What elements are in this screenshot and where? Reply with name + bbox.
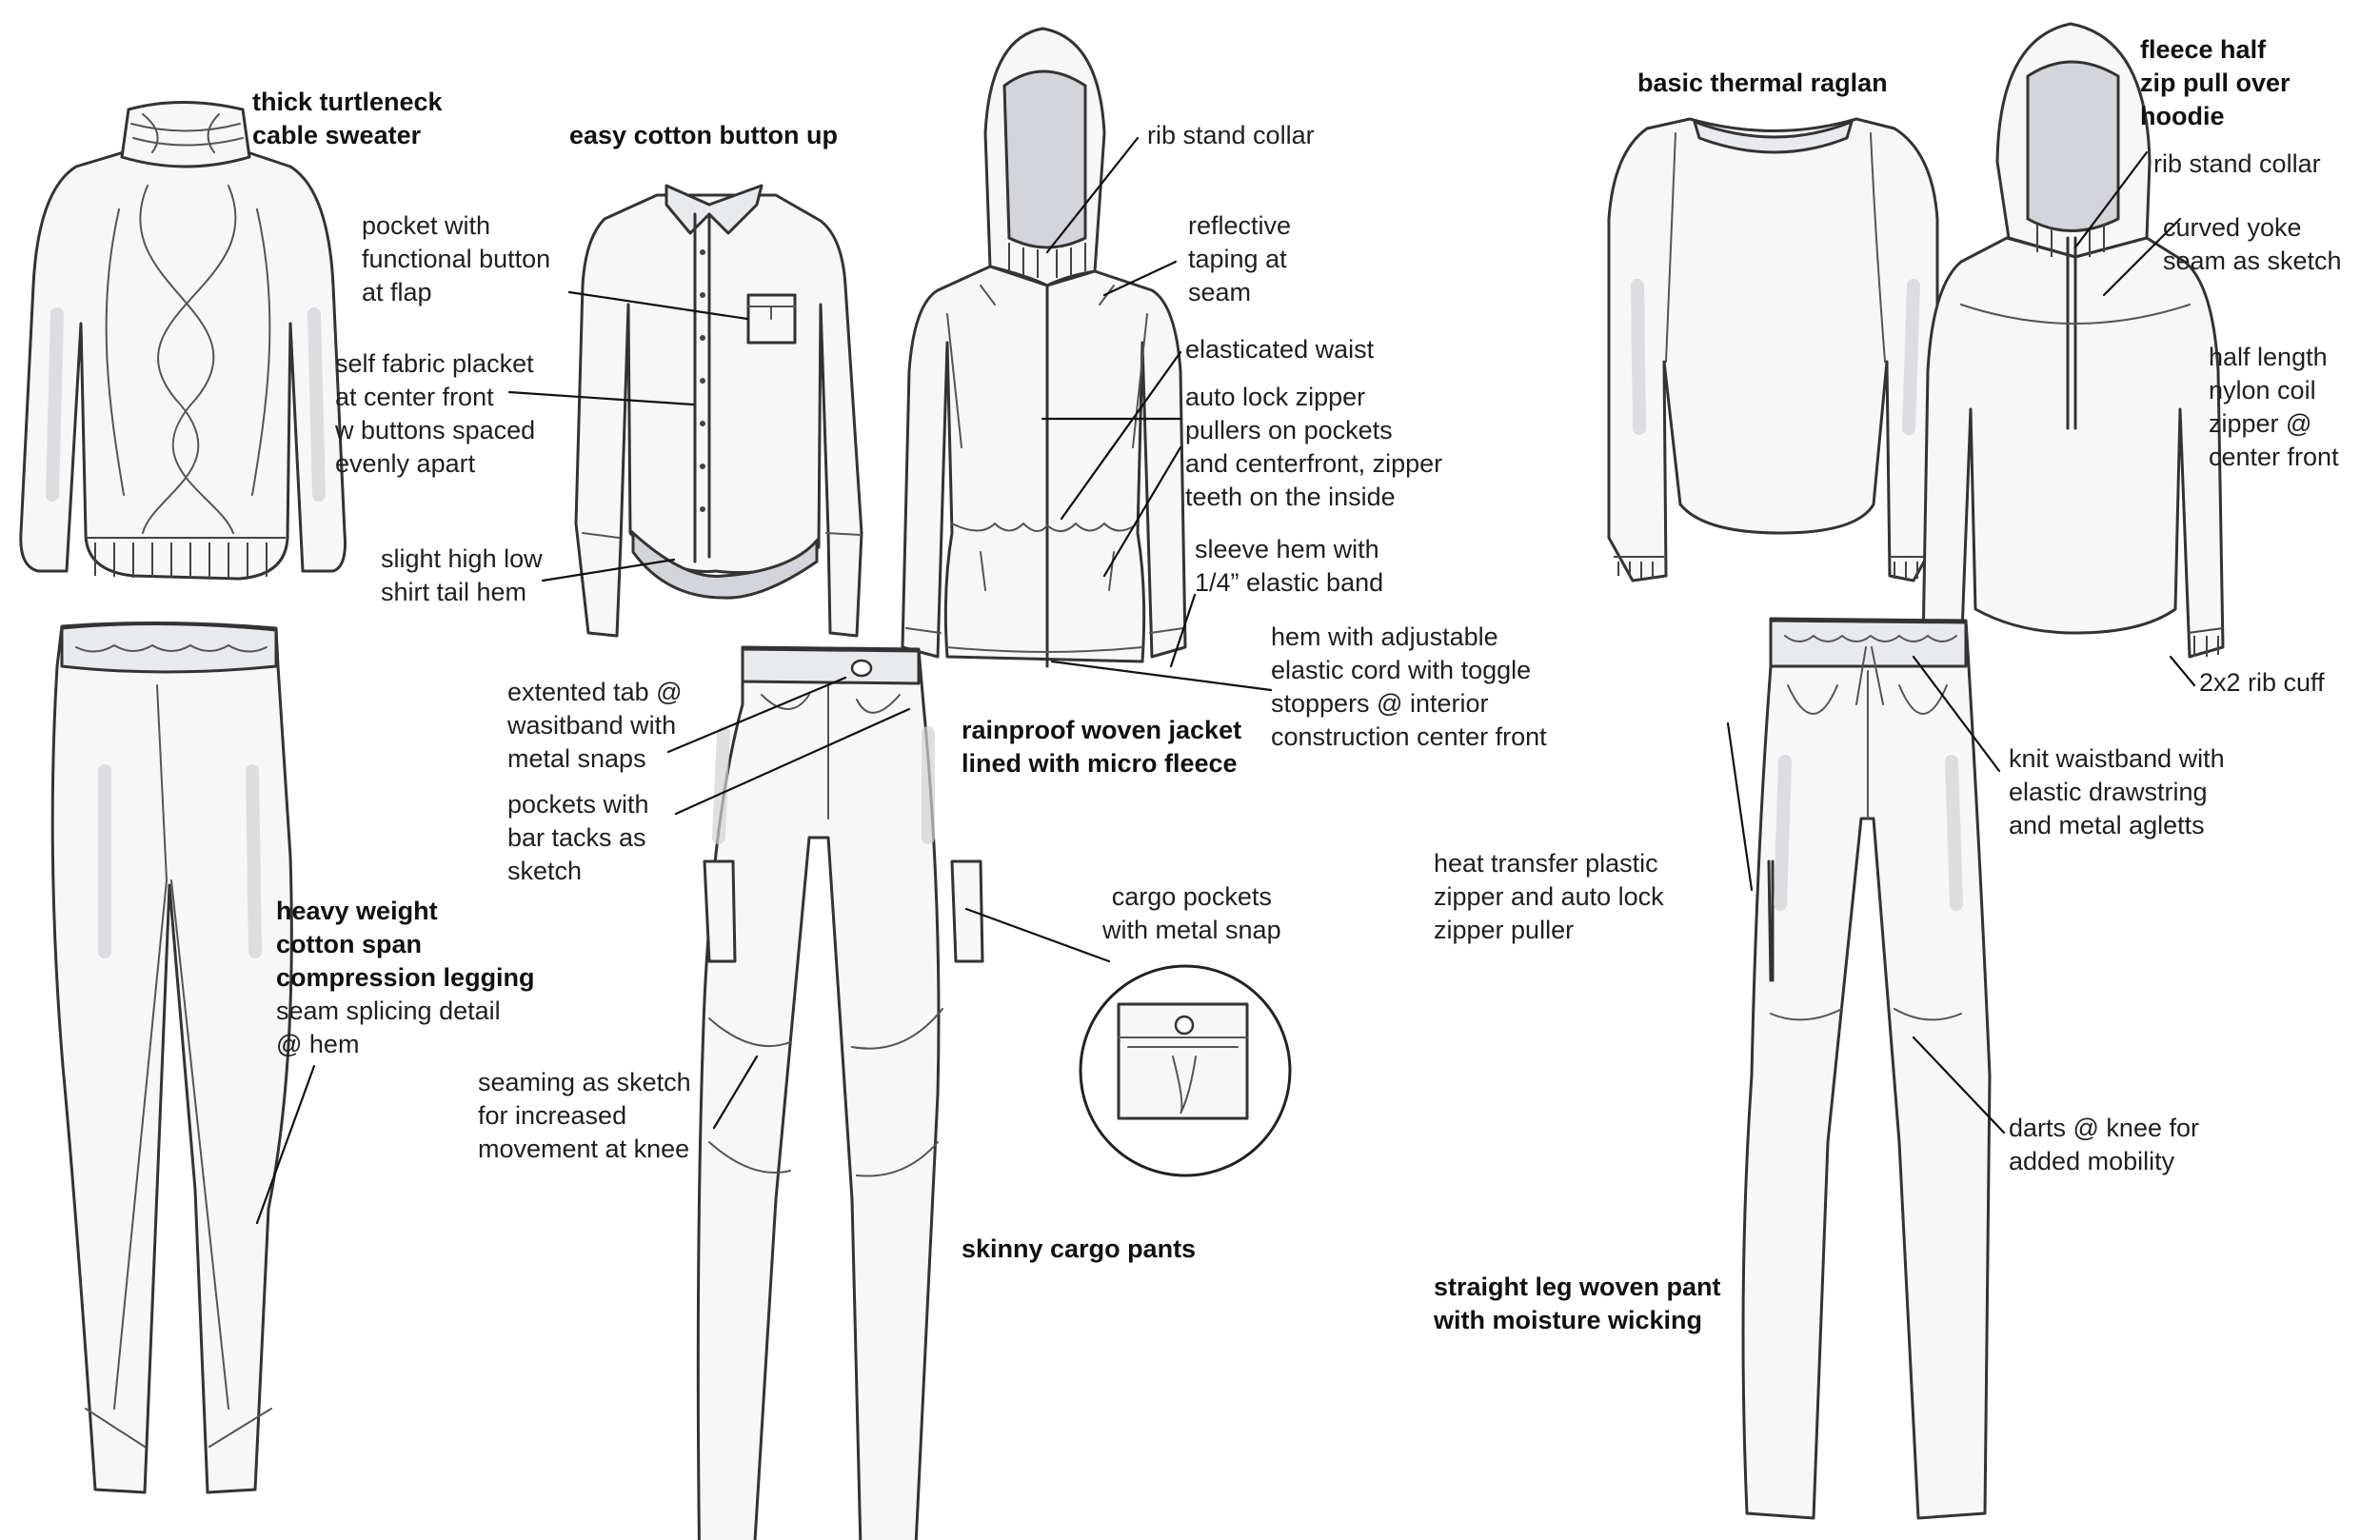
callout-shirt-placket: self fabric placket at center front w bu… [335,349,536,478]
callout-shirt-hem: slight high low shirt tail hem [381,544,543,606]
straight-leg-pant-drawing [1741,617,1992,1520]
thermal-raglan-drawing [1607,117,1939,582]
straight-pant-title: straight leg woven pant with moisture wi… [1434,1273,1721,1334]
rainproof-jacket-drawing [901,27,1187,668]
callout-jacket-taping: reflective taping at seam [1188,211,1292,306]
callout-jacket-collar: rib stand collar [1147,121,1315,149]
callout-pant-zipper: heat transfer plastic zipper and auto lo… [1434,849,1664,944]
raglan-title: basic thermal raglan [1637,69,1888,97]
hoodie-title: fleece half zip pull over hoodie [2140,35,2291,130]
callout-hoodie-yoke: curved yoke seam as sketch [2163,213,2342,275]
callout-shirt-pocket: pocket with functional button at flap [362,211,551,306]
legging-title: heavy weight cotton span compression leg… [276,897,535,992]
cargo-pants-drawing [696,645,984,1540]
callout-hoodie-collar: rib stand collar [2153,149,2321,178]
cargo-title: skinny cargo pants [962,1234,1197,1263]
jacket-title: rainproof woven jacket lined with micro … [962,716,1242,778]
cargo-pocket-detail-drawing [1079,964,1292,1177]
callout-cargo-tab: extented tab @ wasitband with metal snap… [507,678,683,773]
shirt-buttons [700,249,705,512]
button-up-title: easy cotton button up [569,121,838,149]
callout-cargo-pockets: pockets with bar tacks as sketch [507,790,649,885]
callout-jacket-hem: hem with adjustable elastic cord with to… [1271,622,1547,751]
callout-jacket-zipper: auto lock zipper pullers on pockets and … [1185,383,1443,511]
callout-cargo-knee: seaming as sketch for increased movement… [478,1068,691,1163]
callout-cargo-snap: cargo pockets with metal snap [1102,882,1281,944]
turtleneck-title: thick turtleneck cable sweater [252,88,443,149]
callout-jacket-sleeve: sleeve hem with 1/4” elastic band [1195,535,1384,597]
button-up-shirt-drawing [574,184,863,638]
turtleneck-sweater-drawing [19,101,347,581]
legging-drawing [50,621,293,1494]
legging-note: seam splicing detail @ hem [276,997,501,1058]
leader-lines [255,136,2196,1225]
callout-hoodie-zip: half length nylon coil zipper @ center f… [2209,343,2339,471]
callout-jacket-waist: elasticated waist [1185,335,1375,364]
callout-hoodie-cuff: 2x2 rib cuff [2199,668,2325,697]
callout-pant-waist: knit waistband with elastic drawstring a… [2009,744,2225,839]
callout-pant-darts: darts @ knee for added mobility [2009,1114,2199,1175]
